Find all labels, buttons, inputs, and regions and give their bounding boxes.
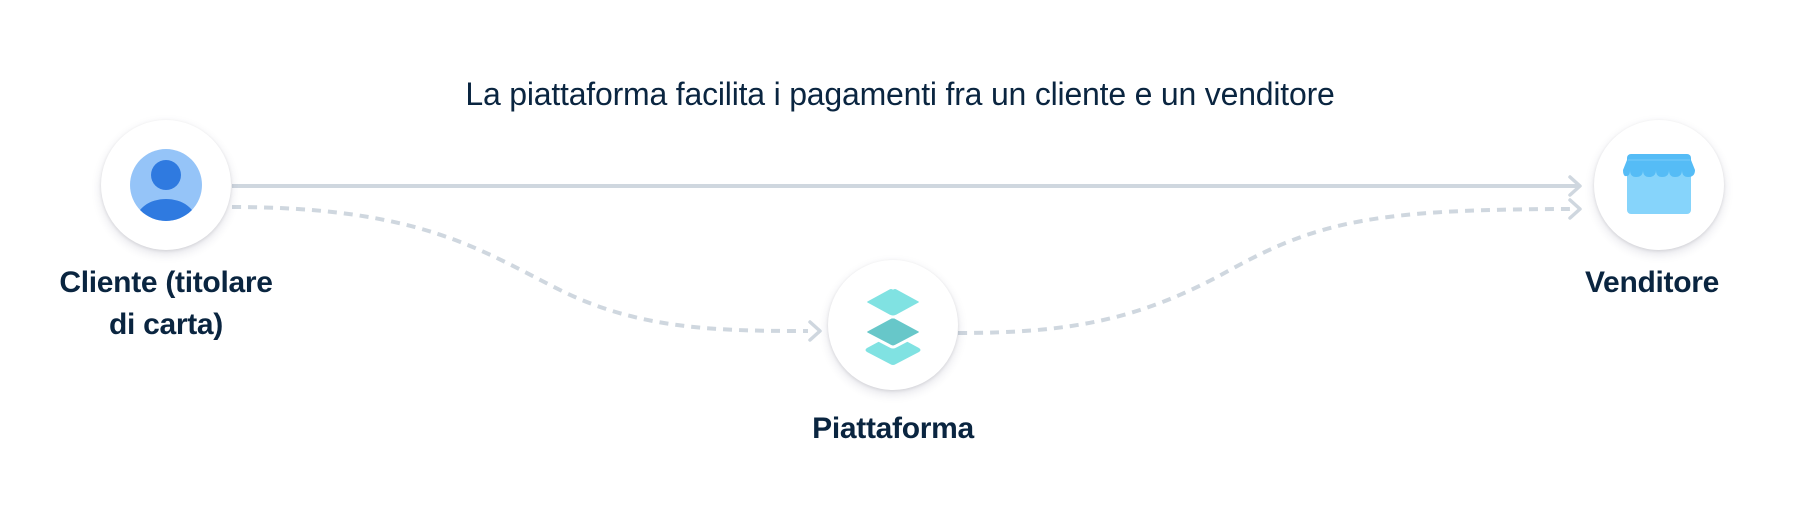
label-cliente-line2: di carta): [108, 308, 223, 341]
edge-cliente-piattaforma: [231, 205, 822, 342]
layers-icon: [864, 286, 922, 365]
storefront-icon: [1623, 154, 1695, 214]
user-icon: [130, 149, 202, 221]
label-cliente: Cliente (titolare di carta): [16, 262, 316, 346]
node-cliente: [101, 120, 231, 250]
node-venditore: [1594, 120, 1724, 250]
edge-cliente-venditore: [232, 175, 1582, 197]
arrow-head-icon: [808, 320, 822, 342]
edge-piattaforma-venditore: [957, 198, 1582, 335]
arrow-head-icon: [1568, 175, 1582, 197]
label-piattaforma: Piattaforma: [812, 412, 974, 445]
label-venditore: Venditore: [1585, 266, 1719, 299]
diagram-title: La piattaforma facilita i pagamenti fra …: [465, 76, 1335, 112]
node-piattaforma: [828, 260, 958, 390]
label-cliente-line1: Cliente (titolare: [59, 266, 273, 299]
arrow-head-icon: [1568, 198, 1582, 220]
